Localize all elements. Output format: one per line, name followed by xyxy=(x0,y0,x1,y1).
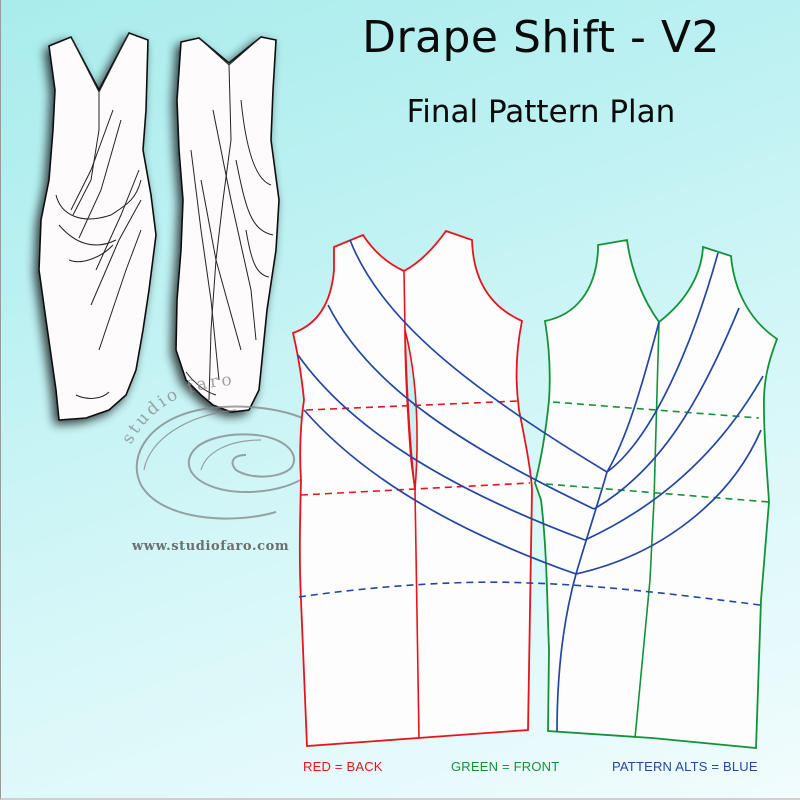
sketch-back-view xyxy=(175,36,280,413)
page-subtitle: Final Pattern Plan xyxy=(406,94,676,130)
legend-front: GREEN = FRONT xyxy=(451,759,560,774)
legend-pattern-alts: PATTERN ALTS = BLUE xyxy=(612,759,758,774)
legend-back: RED = BACK xyxy=(303,759,383,774)
pattern-alt-lines xyxy=(297,239,764,733)
pattern-front-piece xyxy=(534,238,779,749)
page-title: Drape Shift - V2 xyxy=(362,12,720,63)
sketch-front-view xyxy=(38,32,157,421)
spiral-icon xyxy=(135,405,328,520)
pattern-back-piece xyxy=(291,229,533,747)
watermark-url: www.studiofaro.com xyxy=(132,539,290,554)
